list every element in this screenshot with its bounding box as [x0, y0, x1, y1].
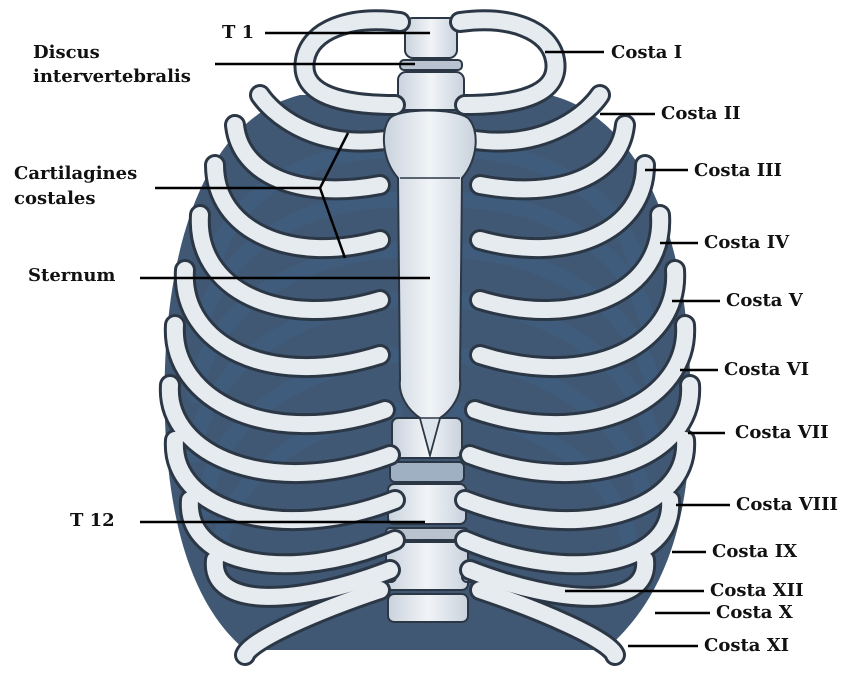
- label-costa-2: Costa II: [661, 103, 741, 125]
- label-costa-12: Costa XII: [710, 580, 804, 602]
- label-costa-5: Costa V: [726, 290, 803, 312]
- label-costa-11: Costa XI: [704, 635, 789, 657]
- label-costa-6: Costa VI: [724, 359, 809, 381]
- label-t12: T 12: [70, 510, 115, 532]
- label-discus-line2: intervertebralis: [33, 66, 191, 88]
- label-costa-9: Costa IX: [712, 541, 797, 563]
- label-discus-line1: Discus: [33, 42, 100, 64]
- label-costa-7: Costa VII: [735, 422, 829, 444]
- label-costa-1: Costa I: [611, 42, 682, 64]
- label-t1: T 1: [222, 22, 254, 44]
- label-cartilagines-line1: Cartilagines: [14, 163, 137, 185]
- label-sternum: Sternum: [28, 265, 115, 287]
- label-costa-3: Costa III: [694, 160, 782, 182]
- label-costa-4: Costa IV: [704, 232, 789, 254]
- label-cartilagines-line2: costales: [14, 188, 96, 210]
- label-costa-8: Costa VIII: [736, 494, 838, 516]
- label-costa-10: Costa X: [716, 602, 793, 624]
